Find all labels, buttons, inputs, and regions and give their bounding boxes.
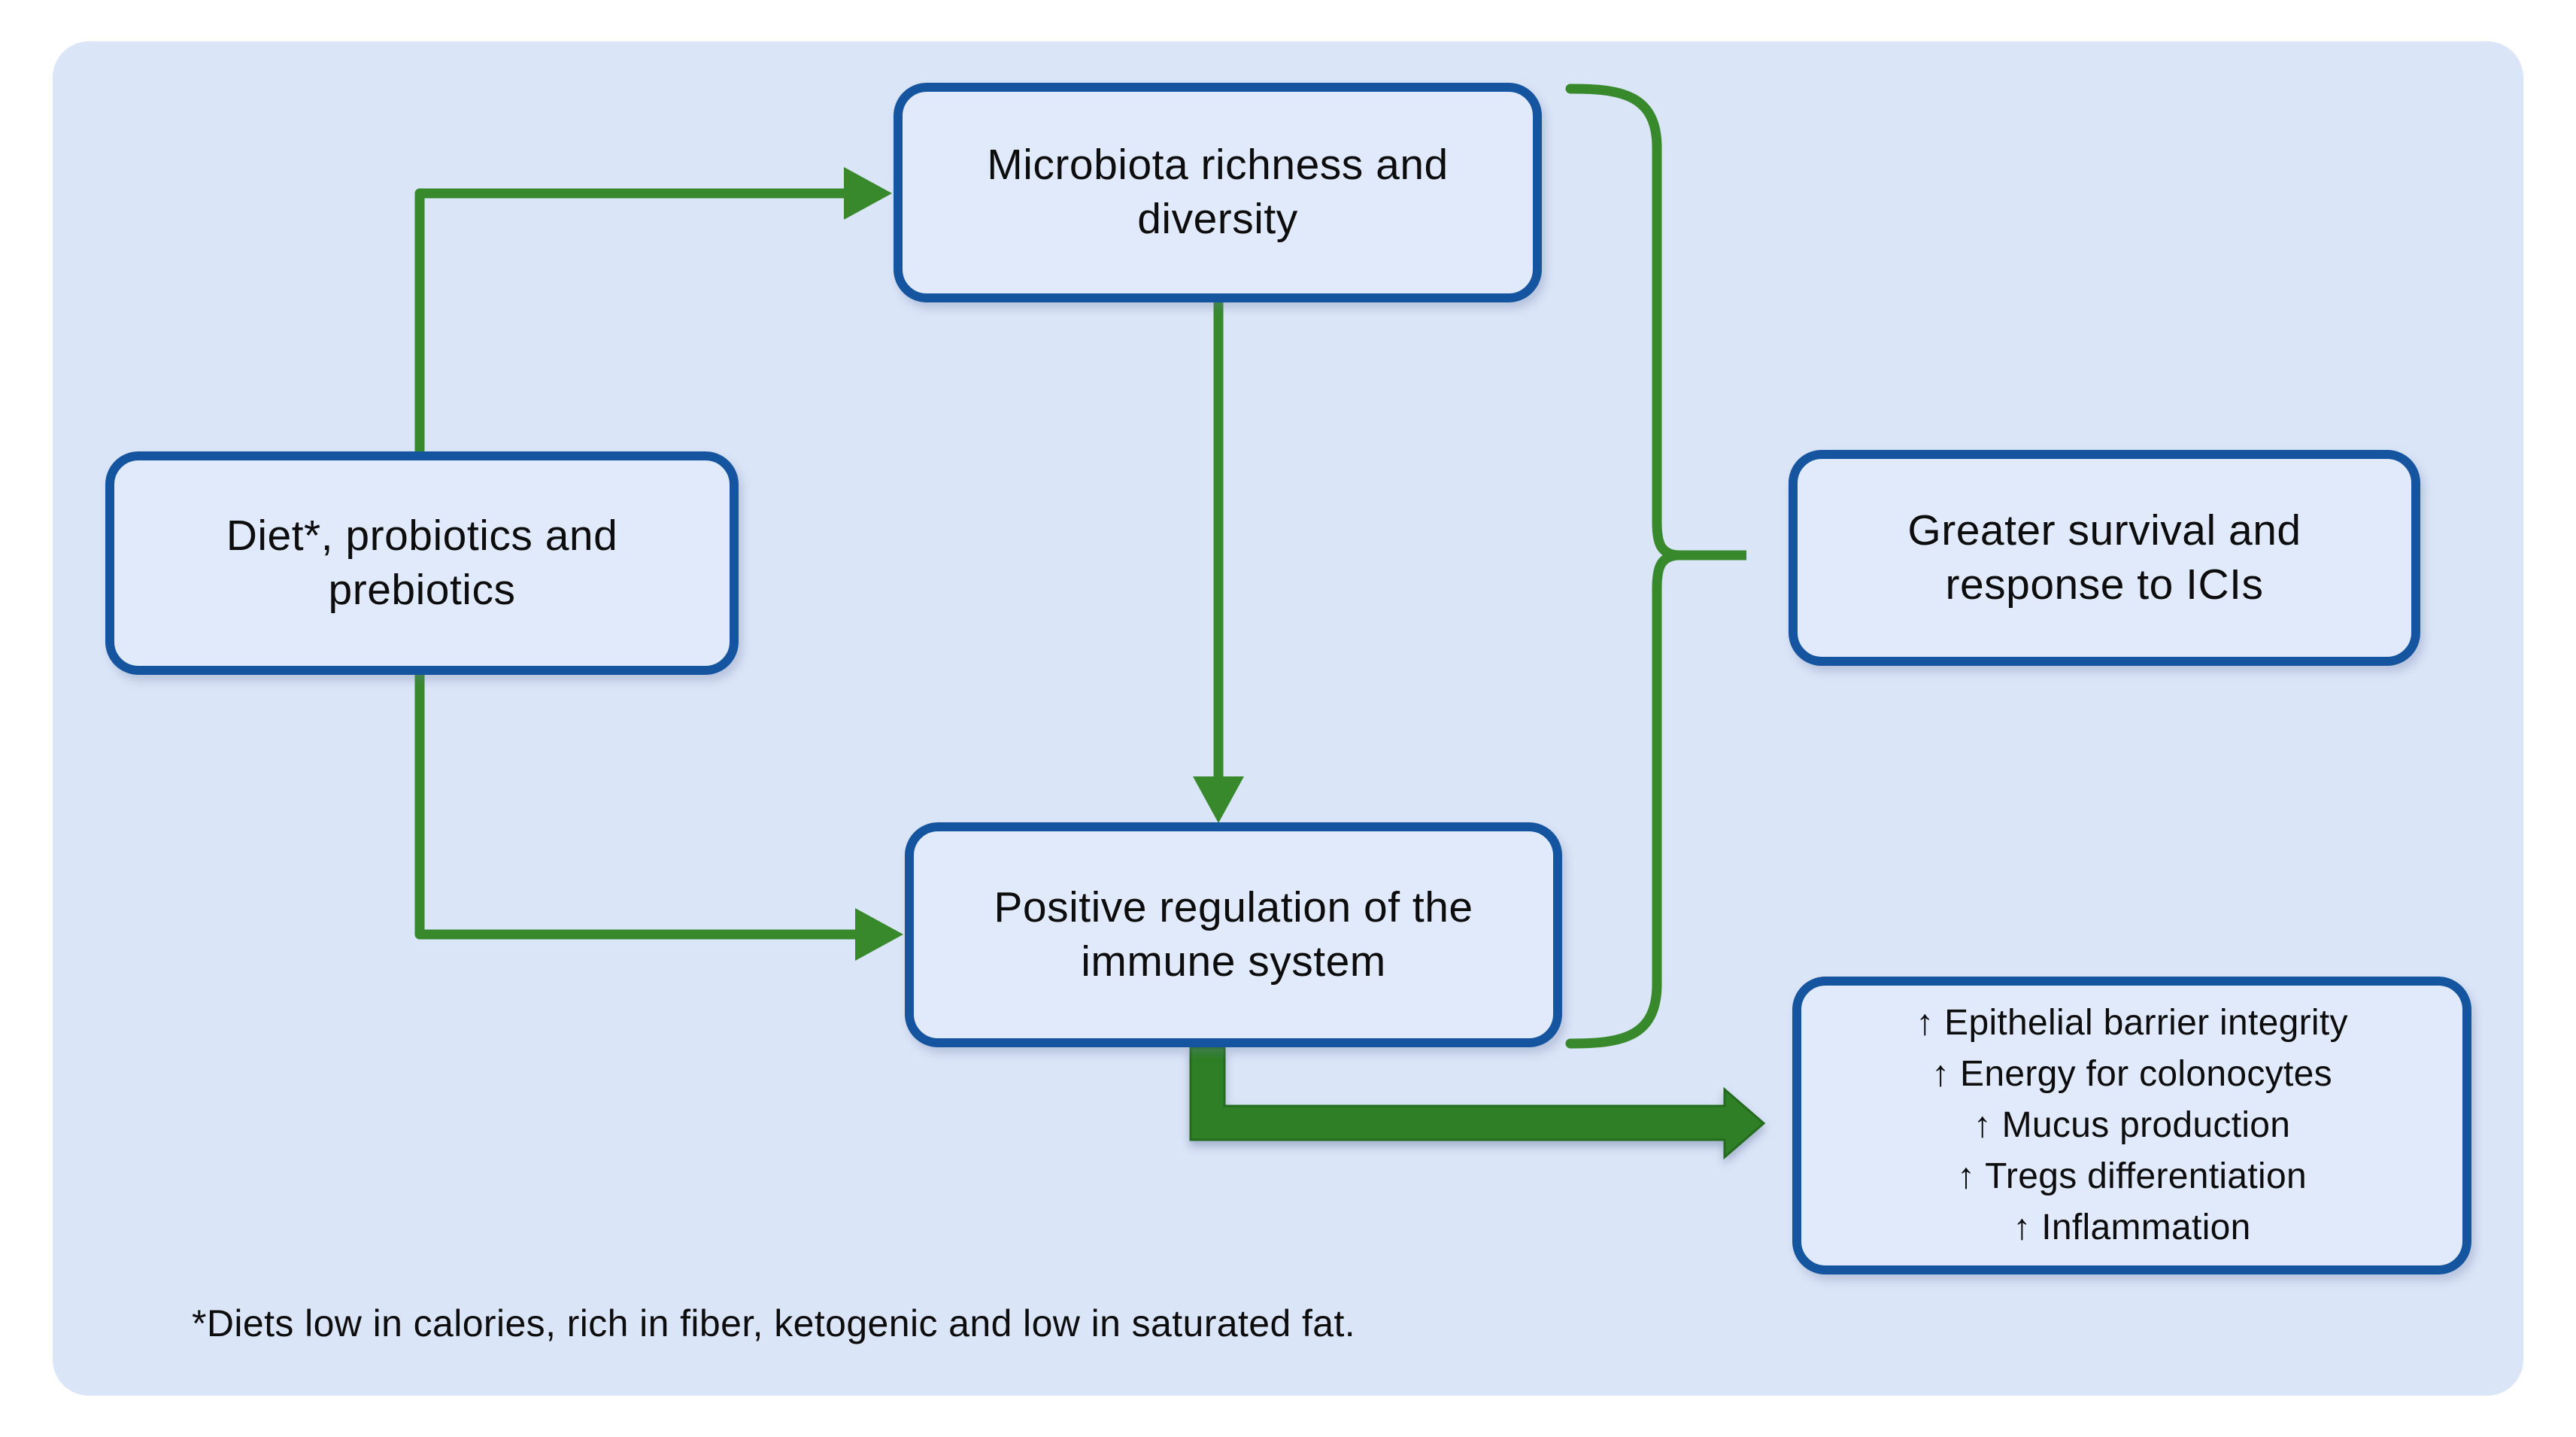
arrow-microbiota-to-immune <box>1193 302 1244 823</box>
box-positive-regulation-label: Positive regulation of the immune system <box>994 883 1473 986</box>
box-diet: Diet*, probiotics and prebiotics <box>105 451 739 675</box>
arrow-diet-to-immune <box>414 670 903 961</box>
outcome-line: ↑ Tregs differentiation <box>1957 1156 2307 1197</box>
box-microbiota: Microbiota richness and diversity <box>894 83 1542 302</box>
arrow-diet-to-microbiota <box>414 167 892 455</box>
outcome-line: ↑ Energy for colonocytes <box>1931 1053 2332 1094</box>
arrowhead-right-icon <box>844 167 892 220</box>
outcome-line: ↑ Epithelial barrier integrity <box>1916 1002 2348 1043</box>
arrowhead-right-icon <box>855 908 903 961</box>
brace-to-survival <box>1565 84 1746 1049</box>
box-diet-label: Diet*, probiotics and prebiotics <box>226 511 618 614</box>
box-outcomes: ↑ Epithelial barrier integrity ↑ Energy … <box>1792 977 2471 1274</box>
arrowhead-down-icon <box>1193 776 1244 823</box>
outcomes-list: ↑ Epithelial barrier integrity ↑ Energy … <box>1916 998 2348 1254</box>
box-greater-survival: Greater survival and response to ICIs <box>1789 450 2420 666</box>
box-positive-regulation: Positive regulation of the immune system <box>905 822 1562 1047</box>
thick-arrow-immune-to-outcomes <box>1189 1046 1766 1160</box>
footnote: *Diets low in calories, rich in fiber, k… <box>192 1302 1356 1344</box>
outcome-line: ↑ Inflammation <box>2013 1208 2251 1248</box>
box-greater-survival-label: Greater survival and response to ICIs <box>1907 506 2301 609</box>
outcome-line: ↑ Mucus production <box>1973 1104 2291 1145</box>
box-microbiota-label: Microbiota richness and diversity <box>987 141 1449 243</box>
